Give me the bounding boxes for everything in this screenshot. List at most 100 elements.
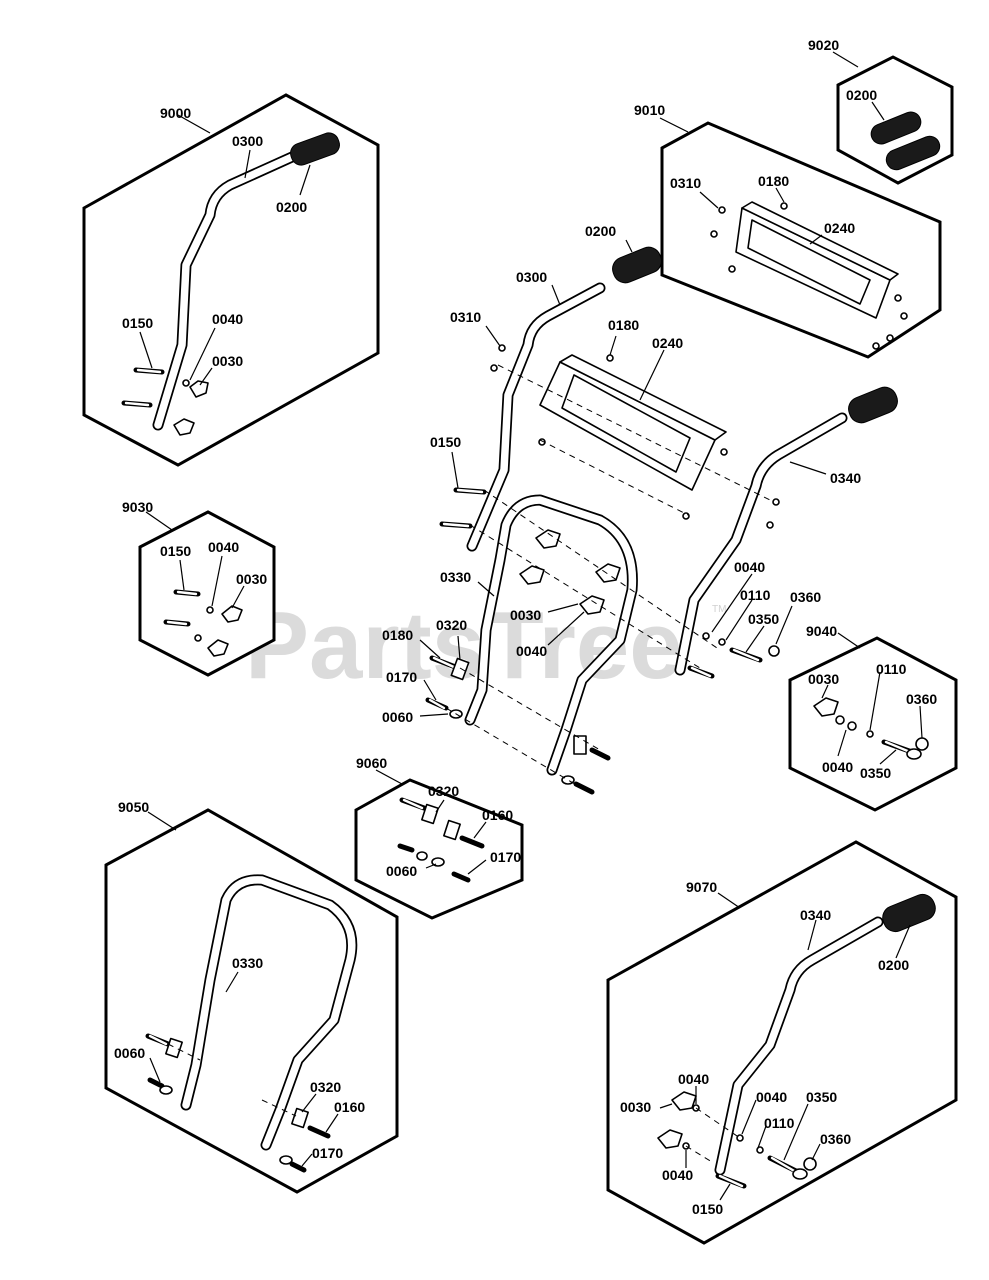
callout: 0150	[430, 434, 461, 450]
screw-icon	[490, 364, 498, 372]
nut-icon	[682, 512, 690, 520]
callout: 0200	[846, 87, 877, 103]
washer-icon	[736, 1134, 744, 1142]
kit-9040: 9040 0030 0110 0360 0040 0350	[788, 623, 958, 812]
kit-label-9000: 9000	[160, 105, 191, 121]
callout: 0110	[740, 587, 771, 603]
callout: 0160	[334, 1099, 365, 1115]
screw-icon	[498, 344, 506, 352]
kit-9070: 9070 0340 0200 0040 0040 0350 0030 0110 …	[606, 840, 958, 1245]
callout: 0160	[482, 807, 513, 823]
grip-icon	[870, 111, 922, 145]
callout: 0360	[790, 589, 821, 605]
callout: 0310	[670, 175, 701, 191]
callout: 0150	[122, 315, 153, 331]
eye-bolt-icon	[906, 748, 922, 760]
kit-label-9050: 9050	[118, 799, 149, 815]
clamp-icon	[573, 735, 587, 755]
callout: 0340	[800, 907, 831, 923]
nut-icon	[915, 737, 929, 751]
washer-icon	[847, 721, 857, 731]
washer-icon	[206, 606, 214, 614]
nut-icon	[728, 265, 736, 273]
knob-icon	[519, 565, 545, 585]
callout: 0180	[382, 627, 413, 643]
screw-icon	[900, 312, 908, 320]
callout: 0350	[860, 765, 891, 781]
grip-icon	[848, 386, 898, 424]
screw-icon	[720, 448, 728, 456]
callout: 0340	[830, 470, 861, 486]
knob-icon	[813, 697, 839, 717]
washer-icon	[416, 851, 428, 861]
grip-icon	[290, 132, 340, 166]
callout: 0030	[808, 671, 839, 687]
callout: 0330	[232, 955, 263, 971]
callout: 0040	[662, 1167, 693, 1183]
callout: 0060	[114, 1045, 145, 1061]
washer-icon	[702, 632, 710, 640]
callout: 0150	[160, 543, 191, 559]
washer-icon	[718, 638, 726, 646]
washer-icon	[182, 379, 190, 387]
callout: 0170	[312, 1145, 343, 1161]
callout: 0320	[310, 1079, 341, 1095]
callout: 0040	[212, 311, 243, 327]
kit-label-9010: 9010	[634, 102, 665, 118]
kit-label-9030: 9030	[122, 499, 153, 515]
callout: 0060	[382, 709, 413, 725]
nut-icon	[872, 342, 880, 350]
callout: 0030	[510, 607, 541, 623]
callout: 0030	[620, 1099, 651, 1115]
kit-label-9020: 9020	[808, 37, 839, 53]
kit-9060: 9060 0320 0160 0170 0060	[354, 755, 524, 920]
eye-bolt-icon	[792, 1168, 808, 1180]
kit-label-9070: 9070	[686, 879, 717, 895]
callout: 0320	[436, 617, 467, 633]
callout: 0360	[820, 1131, 851, 1147]
callout: 0110	[764, 1115, 795, 1131]
callout: 0040	[208, 539, 239, 555]
screw-icon	[710, 230, 718, 238]
screw-icon	[772, 498, 780, 506]
washer-icon	[756, 1146, 764, 1154]
watermark-tm: TM	[712, 604, 726, 615]
knob-icon	[189, 380, 209, 398]
kit-9010: 9010 0310 0180 0240	[634, 102, 942, 359]
callout: 0170	[386, 669, 417, 685]
screw-icon	[766, 521, 774, 529]
callout: 0330	[440, 569, 471, 585]
callout: 0180	[758, 173, 789, 189]
callout: 0170	[490, 849, 521, 865]
washer-icon	[194, 634, 202, 642]
callout: 0240	[824, 220, 855, 236]
washer-icon	[835, 715, 845, 725]
kit-9050: 9050 0330 0060 0320 0160 0170	[104, 799, 399, 1194]
knob-icon	[221, 605, 243, 623]
knob-icon	[173, 418, 195, 436]
main-assembly: 0200 0300 0310 0180 0240 0150 0340 0330 …	[382, 223, 898, 795]
nut-icon	[606, 354, 614, 362]
kit-label-9040: 9040	[806, 623, 837, 639]
callout: 0030	[212, 353, 243, 369]
callout: 0320	[428, 783, 459, 799]
screw-icon	[886, 334, 894, 342]
knob-icon	[657, 1129, 683, 1149]
grip-icon	[885, 135, 941, 171]
washer-icon	[159, 1085, 173, 1095]
callout: 0180	[608, 317, 639, 333]
callout: 0240	[652, 335, 683, 351]
screw-icon	[718, 206, 726, 214]
callout: 0040	[734, 559, 765, 575]
callout: 0040	[678, 1071, 709, 1087]
callout: 0310	[450, 309, 481, 325]
callout: 0200	[878, 957, 909, 973]
knob-icon	[579, 595, 605, 615]
callout: 0110	[876, 661, 907, 677]
kit-9030: 9030 0150 0040 0030	[122, 499, 276, 677]
clamp-icon	[421, 803, 439, 825]
knob-icon	[207, 639, 229, 657]
callout: 0350	[806, 1089, 837, 1105]
callout: 0350	[748, 611, 779, 627]
